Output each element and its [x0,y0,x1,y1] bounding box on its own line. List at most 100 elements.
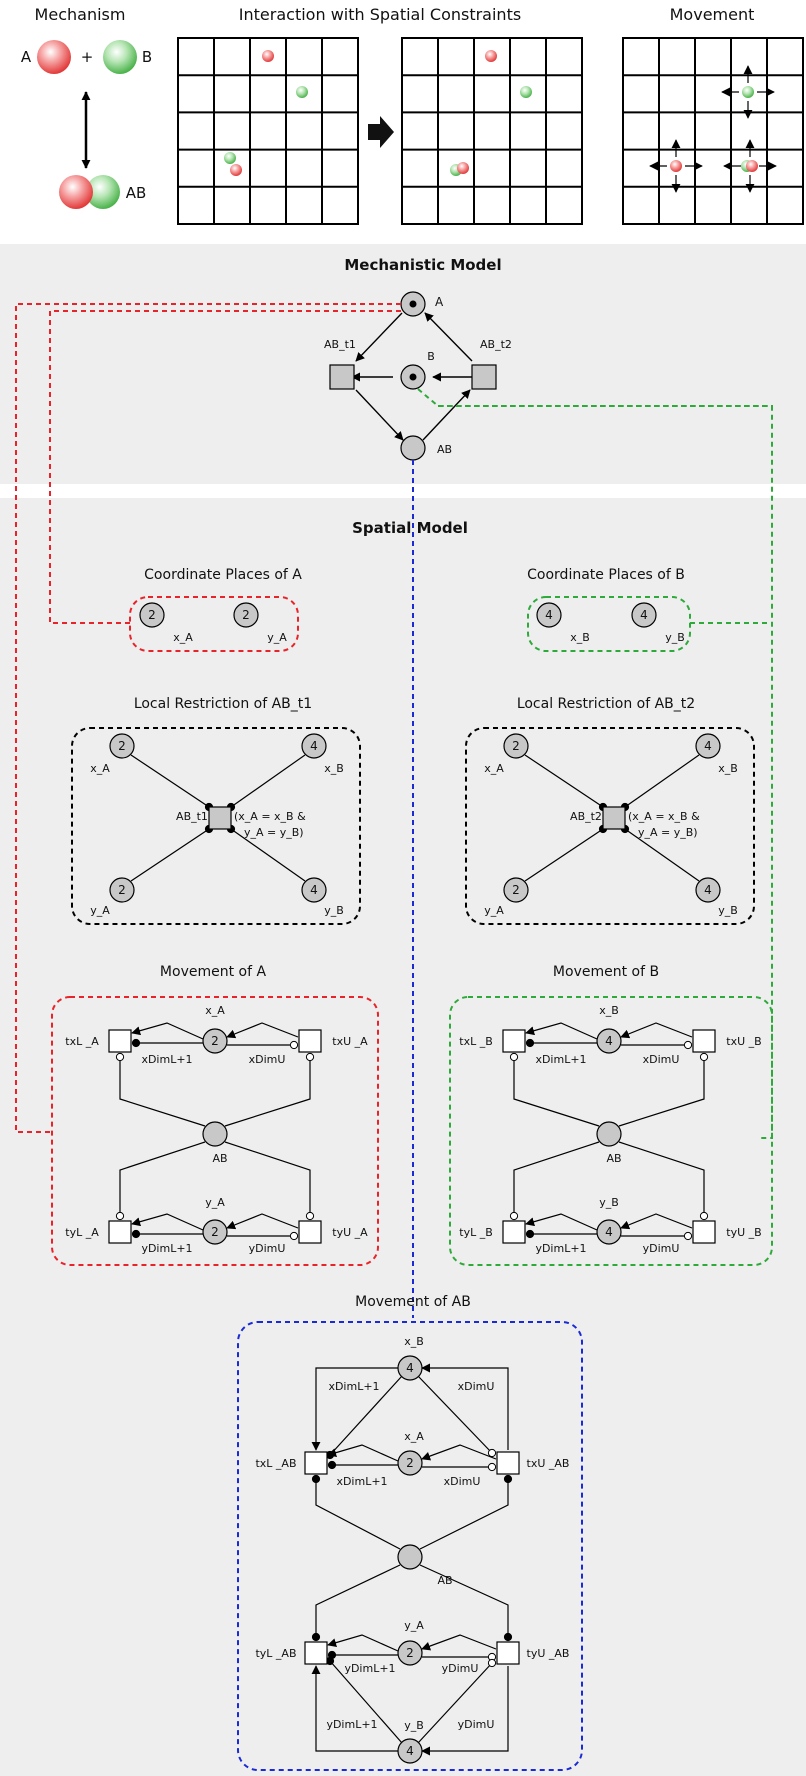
mechanism-plus: + [81,48,94,66]
lr2-place-br [695,877,721,903]
mov_ab-dot [311,1474,321,1484]
mov_ab-yb-label: y_B [404,1719,424,1732]
lr1-place-tl [109,733,135,759]
mov_b-x-place [596,1028,622,1054]
mov_b-inh-dot [509,1211,519,1221]
mov_a-dot [131,1038,141,1048]
transition-ab-t2 [471,364,497,390]
mov_b-inh-dot [699,1211,709,1221]
mov_a-txl-label: txL _A [65,1035,99,1048]
mov_a-ab-label: AB [212,1152,227,1165]
mov_ab-arc-yb-tyu-inh [417,1662,493,1744]
mov_b-tyu [692,1220,716,1244]
mov_a-txl [108,1029,132,1053]
lr1-title: Local Restriction of AB_t1 [134,696,312,712]
grid-before [177,37,359,225]
mov-a-title: Movement of A [160,964,267,980]
lr2-place-bl-tokens: 2 [512,883,520,897]
lr1-place-br-tokens: 4 [310,883,318,897]
mov_a-xdl-label: xDimL+1 [141,1053,192,1066]
lr1-transition [208,806,232,830]
mov_ab-ydl-bot-label: yDimL+1 [326,1718,377,1731]
mov_a-y-place [202,1219,228,1245]
coord-b-x-place-tokens: 4 [545,608,553,622]
mov_ab-ab-place [397,1544,423,1570]
coord-b-x-label: x_B [570,631,590,644]
lr1-place-bl [109,877,135,903]
arc-ab-t2 [422,389,471,441]
grid-after-frame [401,37,583,225]
lr1-xa-label: x_A [90,762,110,775]
mov_b-ydl-label: yDimL+1 [535,1242,586,1255]
mov_a-inh-ab-tyl [119,1141,206,1216]
lr1-box [71,727,361,925]
coord-a-x-label: x_A [173,631,193,644]
particle-b [224,152,236,164]
mov_a-tyu [298,1220,322,1244]
mov_ab-inh-dot [487,1462,497,1472]
mov_b-y-place-tokens: 4 [605,1225,613,1239]
mov-a-box [51,996,379,1266]
mov_a-tyu-label: tyU _A [332,1226,368,1239]
mov_ab-ab-label: AB [437,1574,452,1587]
lr1-guard1: (x_A = x_B & [234,810,306,823]
mov_b-txl-label: txL _B [459,1035,493,1048]
lr2-xb-label: x_B [718,762,738,775]
t2-label: AB_t2 [480,338,512,351]
mov_ab-xb-label: x_B [404,1335,424,1348]
mov_b-arc-x-txl [525,1022,598,1040]
mov_b-inh-dot [509,1052,519,1062]
grids [177,37,804,225]
grid-after [401,37,583,225]
lr1-arc [230,754,306,808]
mov_b-y-label: y_B [599,1196,619,1209]
grid-movement [622,37,804,225]
lr2-arc [524,754,604,808]
sphere-ab-b [86,175,120,209]
mov_ab-ydu-label: yDimU [442,1662,479,1675]
lr1-guard2: y_A = y_B) [244,826,304,839]
mov_a-inh-ab-tyu [224,1141,311,1216]
coord-a-x-place [139,602,165,628]
mov_a-tyl [108,1220,132,1244]
lr1-place-bl-tokens: 2 [118,883,126,897]
mov_a-y-place-tokens: 2 [211,1225,219,1239]
place-b-label: B [427,350,435,363]
grid-movement-frame [622,37,804,225]
mov_ab-arc-ya-tyl [327,1634,399,1652]
mov_ab-arc-xb-txu-inh [417,1375,493,1454]
mov_ab-dot [503,1474,513,1484]
mov_ab-arc-yb-tyl [311,1665,398,1752]
mov_a-arc-txu-x [226,1022,299,1039]
red-link-coordinates [49,310,401,624]
mov_ab-xa-place [397,1450,423,1476]
right-arrow-icon [368,116,394,148]
particle-a [262,50,274,62]
mechanism-b-label: B [142,48,152,66]
place-a-label: A [435,295,444,309]
mov_b-inh-ab-tyu [618,1141,705,1216]
mov_a-inh-dot [305,1052,315,1062]
lr2-title: Local Restriction of AB_t2 [517,696,695,712]
particle-b [742,86,754,98]
lr2-place-tl [503,733,529,759]
lr1-place-tr [301,733,327,759]
mov_a-inh-dot [289,1040,299,1050]
sphere-ab-a [59,175,93,209]
header-movement: Movement [670,5,755,24]
mov_ab-arc-txu-xb [421,1363,509,1450]
lr2-arc [524,828,604,882]
lr1-arc [130,828,210,882]
mov_b-y-place [596,1219,622,1245]
particle-a [230,164,242,176]
coord-a-title: Coordinate Places of A [144,567,302,583]
lr2-transition [602,806,626,830]
mov_a-inh-dot [289,1231,299,1241]
mov_b-txl [502,1029,526,1053]
lr1-place-tl-tokens: 2 [118,739,126,753]
mov_a-x-place [202,1028,228,1054]
